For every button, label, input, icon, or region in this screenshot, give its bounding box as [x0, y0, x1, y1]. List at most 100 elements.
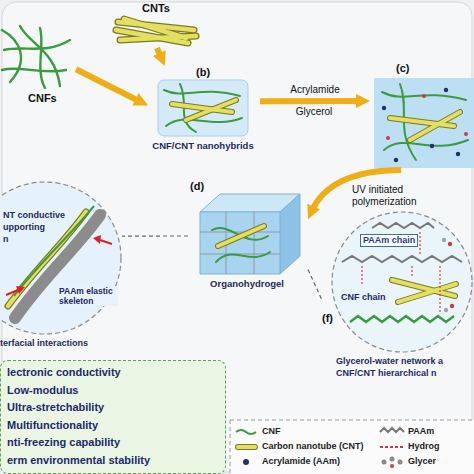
- legend-samples: [236, 430, 256, 434]
- panel-caption: CNFs: [28, 92, 57, 105]
- cnf-network: [40, 28, 45, 88]
- reagent-label: Glycerol: [296, 106, 333, 118]
- part-label: NT conductive: [2, 210, 66, 221]
- mixture-illustration: [384, 140, 468, 150]
- process-arrow: [260, 98, 362, 104]
- hybrid-illustration: [164, 90, 240, 96]
- edge-label: UV initiated polymerization: [352, 184, 440, 208]
- legend-samples: [236, 428, 404, 468]
- mixture-illustration: [374, 78, 474, 168]
- network-zoom: [372, 223, 434, 228]
- legend-samples: [390, 457, 395, 462]
- network-zoom: [411, 266, 412, 276]
- network-zoom: [332, 212, 472, 352]
- organohydrogel-cube: [218, 226, 264, 246]
- legend-text: Acrylamide (AAm): [262, 456, 340, 467]
- part-label: PAAm chain: [360, 234, 418, 247]
- legend-samples: [238, 444, 255, 450]
- organohydrogel-cube: [280, 194, 300, 274]
- part-label: n: [2, 234, 10, 245]
- mixture-illustration: [382, 88, 460, 162]
- property-item: lectronic conductivity: [7, 366, 121, 379]
- cnf-network: [2, 69, 66, 72]
- part-label: PAAm elastic skeleton: [58, 286, 118, 306]
- mixture-illustration: [390, 112, 460, 140]
- legend-frame: [230, 420, 474, 474]
- mixture-illustration: [464, 132, 468, 136]
- mixture-illustration: [422, 94, 426, 98]
- network-zoom: [442, 238, 446, 242]
- legend-samples: [380, 428, 404, 432]
- hybrid-illustration: [166, 118, 242, 126]
- hybrid-illustration: [186, 100, 236, 120]
- cnf-network: [2, 26, 70, 88]
- part-label: terfacial interactions: [0, 338, 88, 349]
- cnf-panel: CNFs: [0, 22, 76, 108]
- zoom-circle: (f)PAAm chainCNF chainGlycerol-water net…: [322, 208, 474, 384]
- legend-text: Carbon nanotube (CNT): [262, 441, 364, 452]
- mixture-illustration: [386, 136, 390, 140]
- process-arrow: [76, 69, 141, 102]
- mixture-illustration: [444, 88, 448, 92]
- hybrid-illustration: [158, 80, 248, 136]
- organohydrogel-cube: [200, 232, 280, 233]
- organohydrogel-cube: [200, 212, 280, 274]
- network-zoom: [450, 304, 454, 308]
- panel-letter: (b): [196, 66, 210, 79]
- mixture-illustration: [386, 94, 468, 140]
- mixture-illustration: [456, 152, 460, 156]
- hybrid-illustration: [158, 80, 248, 136]
- edge-label: Acrylamide: [290, 84, 339, 96]
- hybrid-illustration: [164, 84, 242, 132]
- legend-text: CNF: [262, 426, 281, 437]
- zoom-line: [308, 270, 322, 300]
- network-zoom: [444, 308, 448, 312]
- network-zoom: [392, 280, 456, 302]
- legend-text: PAAm: [408, 426, 434, 437]
- part-label: Glycerol-water network a: [336, 356, 443, 367]
- mixture-illustration: [382, 84, 468, 160]
- network-zoom: [332, 212, 472, 352]
- interface-zoom: [100, 240, 112, 244]
- organohydrogel-cube: [218, 226, 264, 246]
- gel-cube: (d)Organohydrogel: [188, 180, 308, 292]
- network-zoom: [342, 256, 462, 262]
- zoom-circle: NT conductiveupportingnPAAm elastic skel…: [0, 182, 122, 352]
- property-item: Multifunctionality: [7, 419, 98, 432]
- mixture-illustration: [394, 158, 398, 162]
- cnt-bundle: [116, 19, 196, 43]
- interface-zoom: [16, 286, 25, 294]
- network-zoom: [448, 242, 454, 308]
- network-zoom: [419, 232, 420, 254]
- panel-caption: CNF/CNT nanohybrids: [148, 140, 258, 151]
- legend-text: Hydrog: [408, 441, 440, 452]
- organohydrogel-cube: [216, 252, 270, 262]
- legend-samples: [398, 460, 403, 465]
- legend-samples: [382, 460, 387, 465]
- property-box: lectronic conductivityLow-modulusUltra-s…: [0, 360, 226, 474]
- organohydrogel-cube: [254, 212, 255, 274]
- property-item: nti-freezing capability: [7, 436, 120, 449]
- panel-letter: (d): [190, 180, 204, 193]
- cnt-panel: CNTs: [112, 2, 202, 48]
- property-item: erm environmental stability: [7, 454, 150, 467]
- zoom-line: [122, 235, 188, 236]
- part-label: CNF/CNT hierarchical n: [336, 368, 437, 379]
- network-zoom: [439, 266, 440, 312]
- network-zoom: [350, 316, 454, 322]
- part-label: upporting: [2, 222, 46, 233]
- cnt-bundle: [116, 19, 196, 43]
- hybrid-illustration: [172, 100, 236, 120]
- mixture-illustration: [430, 144, 434, 148]
- network-zoom: [448, 242, 452, 246]
- legend-samples: [238, 445, 255, 449]
- interface-zoom: [0, 182, 121, 334]
- panel-letter: (c): [396, 62, 409, 75]
- organohydrogel-cube: [218, 226, 264, 246]
- network-zoom: [361, 266, 362, 286]
- property-item: Low-modulus: [7, 384, 79, 397]
- interface-zoom: [0, 182, 121, 334]
- process-arrow: [157, 48, 162, 59]
- interface-zoom: [93, 235, 101, 244]
- mixture-illustration: [382, 106, 386, 110]
